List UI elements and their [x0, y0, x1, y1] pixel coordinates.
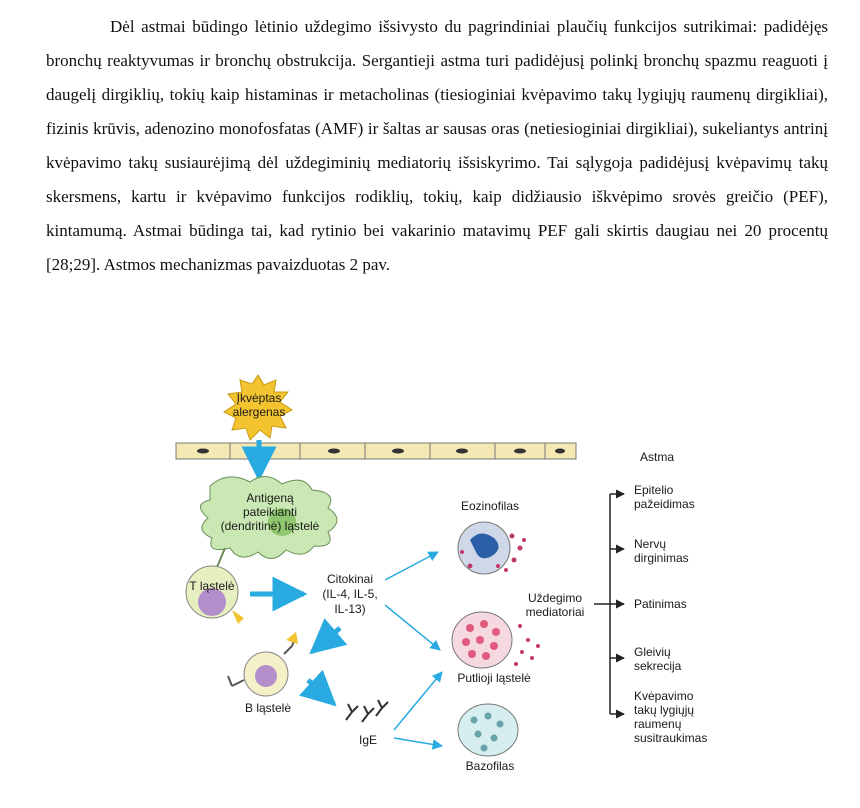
ige-antibodies: [345, 699, 389, 723]
cytokines-label-2: (IL-4, IL-5,: [322, 587, 377, 601]
outcome-epithelium: Epitelio pažeidimas: [634, 483, 695, 511]
arrow-bcell-to-ige: [298, 669, 337, 707]
outcome-muscle: Kvėpavimo takų lygiųjų raumenų susitrauk…: [634, 689, 707, 745]
cytokines-label: Citokinai (IL-4, IL-5, IL-13): [322, 572, 377, 616]
t-cell: T ląstelė: [185, 565, 244, 624]
outcome-swelling: Patinimas: [634, 597, 687, 611]
arrow-cytokines-to-eosinophil: [384, 551, 439, 581]
arrow-tcell-to-bcell: [309, 618, 348, 655]
outcome-4-line-1: Kvėpavimo: [634, 689, 694, 703]
basophil-label: Bazofilas: [466, 759, 515, 773]
outcome-0-line-2: pažeidimas: [634, 497, 695, 511]
epithelium-layer: [175, 442, 577, 460]
outcome-4-line-3: raumenų: [634, 717, 682, 731]
dendritic-label-1: Antigeną: [246, 491, 294, 505]
dendritic-label-3: (dendritinė) ląstelė: [221, 519, 320, 533]
allergen-label-2: alergenas: [233, 405, 286, 419]
t-cell-label: T ląstelė: [189, 579, 234, 593]
outcome-nerves: Nervų dirginimas: [634, 537, 689, 565]
arrow-cytokines-to-mastcell: [384, 604, 441, 651]
eosinophil-label: Eozinofilas: [461, 499, 519, 513]
outcome-4-line-2: takų lygiųjų: [634, 703, 694, 717]
mediators-label-1: Uždegimo: [528, 591, 582, 605]
cytokines-label-1: Citokinai: [327, 572, 373, 586]
b-cell-label: B ląstelė: [245, 701, 291, 715]
outcome-1-line-2: dirginimas: [634, 551, 689, 565]
ige-label: IgE: [359, 733, 377, 747]
allergen-burst: Įkvėptas alergenas: [223, 374, 293, 441]
arrow-ige-to-mastcell: [393, 671, 443, 731]
b-cell: B ląstelė: [227, 632, 298, 715]
dendritic-label-2: pateikianti: [243, 505, 297, 519]
eosinophil-cell: Eozinofilas: [457, 499, 526, 575]
outcome-3-line-2: sekrecija: [634, 659, 682, 673]
mast-cell: Putlioji ląstelė: [451, 611, 540, 685]
paragraph-text: Dėl astmai būdingo lėtinio uždegimo išsi…: [46, 17, 828, 274]
outcome-3-line-1: Gleivių: [634, 645, 671, 659]
mediators-label-2: mediatoriai: [526, 605, 585, 619]
outcomes-bracket: [594, 489, 625, 719]
outcome-2-line-1: Patinimas: [634, 597, 687, 611]
basophil-cell: Bazofilas: [457, 703, 519, 773]
outcome-0-line-1: Epitelio: [634, 483, 674, 497]
allergen-label-1: Įkvėptas: [237, 391, 282, 405]
dendritic-cell: Antigeną pateikianti (dendritinė) ląstel…: [200, 476, 338, 559]
asthma-heading: Astma: [640, 450, 674, 464]
mast-cell-label: Putlioji ląstelė: [457, 671, 531, 685]
cytokines-label-3: IL-13): [334, 602, 365, 616]
outcome-4-line-4: susitraukimas: [634, 731, 707, 745]
outcome-1-line-1: Nervų: [634, 537, 666, 551]
outcome-mucus: Gleivių sekrecija: [634, 645, 682, 673]
body-paragraph: Dėl astmai būdingo lėtinio uždegimo išsi…: [46, 10, 828, 282]
arrow-ige-to-basophil: [393, 737, 444, 750]
